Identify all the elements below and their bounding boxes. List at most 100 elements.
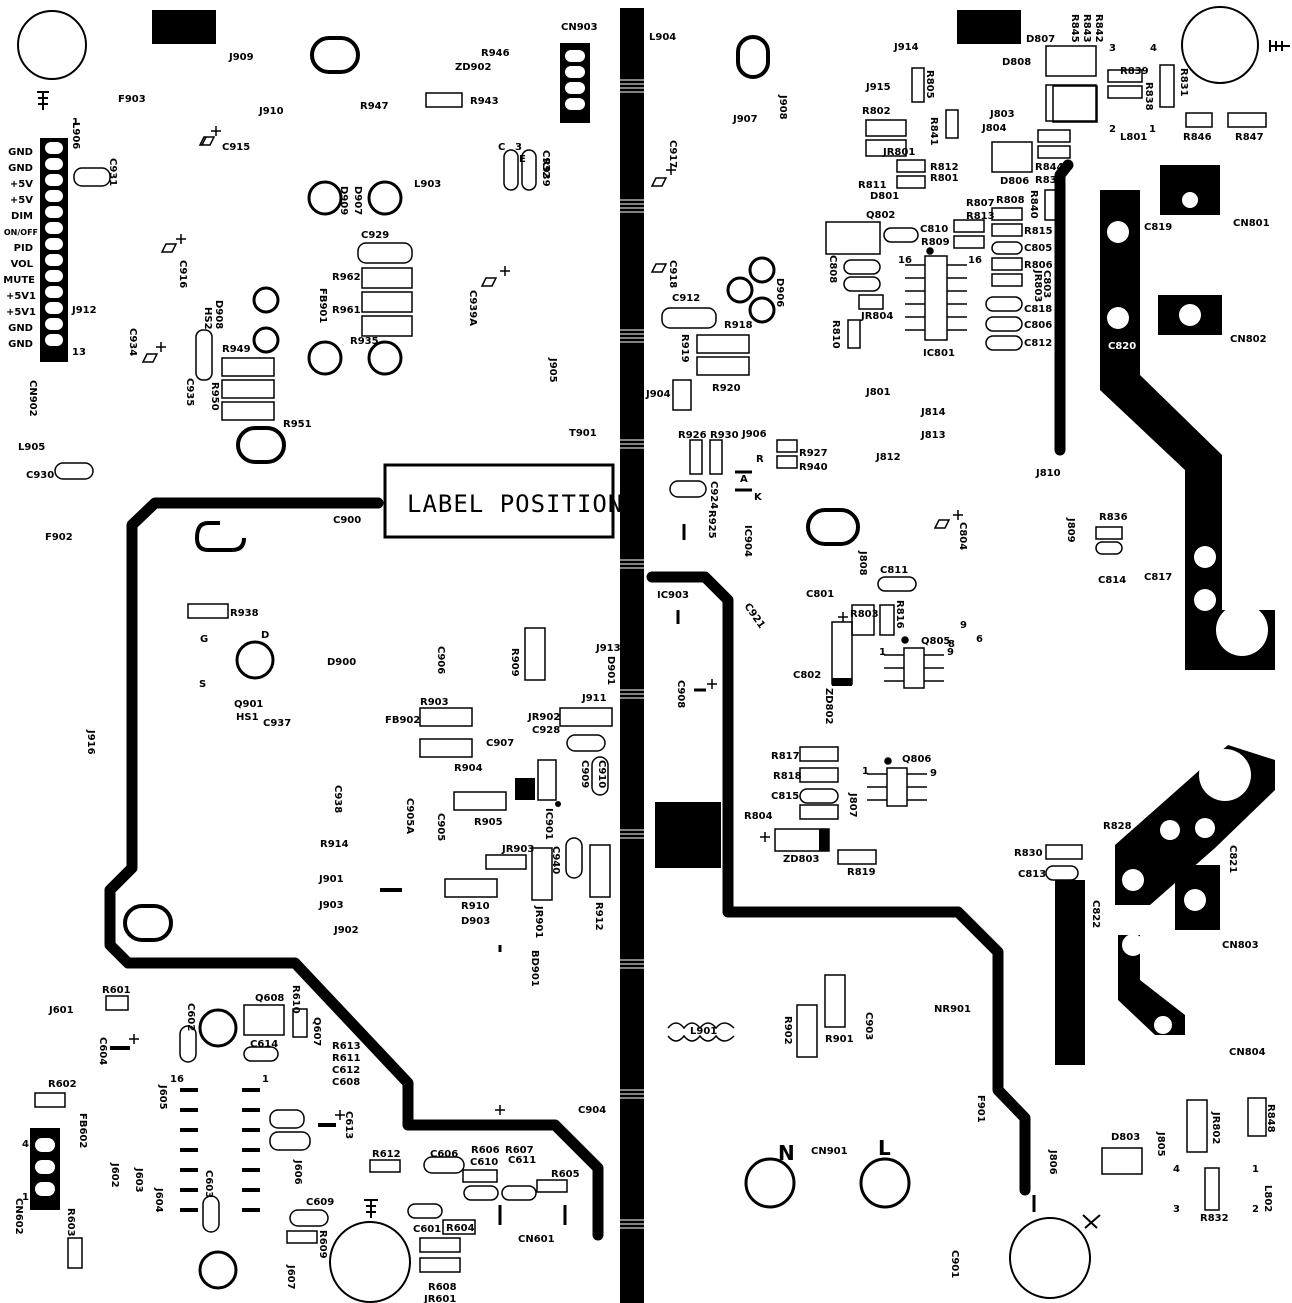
neutral-terminal-label: N — [778, 1141, 795, 1165]
component-ref-label: R815 — [1024, 226, 1053, 237]
component-ref-label: R902 — [782, 1016, 793, 1045]
component-ref-label: S — [199, 679, 206, 690]
component-ref-label: C820 — [1108, 341, 1136, 352]
component-ref-label: R805 — [924, 70, 935, 99]
component-ref-label: JR804 — [860, 311, 893, 322]
component-ref-label: HS1 — [236, 712, 259, 723]
component-ref-label: J903 — [318, 900, 344, 911]
component-ref-label: C804 — [957, 522, 968, 550]
component-ref-label: R608 — [428, 1282, 457, 1293]
component-ref-label: R809 — [921, 237, 950, 248]
component-ref-label: K — [754, 492, 763, 503]
component-ref-label: 2 — [1109, 124, 1116, 135]
component-ref-label: R605 — [551, 1169, 580, 1180]
component-ref-label: J908 — [777, 94, 788, 120]
pin-label: +5V1 — [6, 291, 36, 302]
ic-q806 — [867, 757, 927, 807]
component-ref-label: J913 — [595, 643, 621, 654]
component-ref-label: R918 — [724, 320, 753, 331]
component-ref-label: F901 — [975, 1095, 986, 1123]
component-ref-label: L906 — [70, 122, 81, 149]
component-ref-label: Q802 — [866, 210, 895, 221]
component-ref-label: R843 — [1081, 14, 1092, 43]
component-ref-label: R607 — [505, 1145, 534, 1156]
component-ref-label: R819 — [847, 867, 876, 878]
component-ref-label: R808 — [996, 195, 1025, 206]
smd-pads — [34, 45, 1267, 1273]
component-ref-label: R910 — [461, 901, 490, 912]
component-ref-label: L905 — [18, 442, 45, 453]
component-ref-label: R609 — [317, 1230, 328, 1259]
component-ref-label: J806 — [1047, 1149, 1058, 1175]
pin-label: +5V — [10, 195, 33, 206]
component-ref-label: D907 — [352, 186, 363, 215]
component-ref-label: JR801 — [882, 147, 915, 158]
component-ref-label: C932 — [540, 150, 551, 178]
component-ref-label: C918 — [667, 260, 678, 288]
pin-label: GND — [8, 339, 33, 350]
component-ref-label: JR901 — [533, 905, 544, 938]
component-ref-label: G — [200, 634, 208, 645]
component-ref-label: CN802 — [1230, 334, 1267, 345]
component-ref-label: C900 — [333, 515, 361, 526]
component-ref-label: J805 — [1155, 1131, 1166, 1157]
pin-number: 1 — [72, 117, 79, 128]
component-ref-label: L901 — [690, 1026, 717, 1037]
component-ref-label: R604 — [446, 1223, 475, 1234]
component-ref-label: IC904 — [742, 525, 753, 557]
component-ref-label: C606 — [430, 1149, 458, 1160]
component-ref-label: R610 — [290, 985, 301, 1014]
component-ref-label: C916 — [177, 260, 188, 288]
component-ref-label: C930 — [26, 470, 54, 481]
ic801 — [905, 247, 967, 341]
component-ref-label: D908 — [213, 300, 224, 329]
component-ref-label: C917 — [667, 140, 678, 168]
component-ref-label: R926 — [678, 430, 707, 441]
component-ref-label: JR802 — [1210, 1111, 1221, 1144]
component-ref-label: R — [756, 454, 764, 465]
component-ref-label: CN804 — [1229, 1047, 1266, 1058]
pin-label: GND — [8, 163, 33, 174]
component-ref-label: 8 — [948, 639, 955, 650]
component-ref-label: 3 — [1173, 1204, 1180, 1215]
component-ref-label: J911 — [581, 693, 607, 704]
component-ref-label: CN601 — [518, 1234, 555, 1245]
component-ref-label: R806 — [1024, 260, 1053, 271]
pin-label: GND — [8, 323, 33, 334]
component-ref-label: R903 — [420, 697, 449, 708]
smd-capacitors — [54, 149, 1123, 1233]
component-ref-label: 16 — [170, 1074, 184, 1085]
component-ref-label: 1 — [879, 647, 886, 658]
component-ref-label: ZD803 — [783, 854, 819, 865]
component-ref-label: C901 — [949, 1250, 960, 1278]
component-ref-label: D806 — [1000, 176, 1029, 187]
component-ref-label: R943 — [470, 96, 499, 107]
component-ref-label: C921 — [742, 601, 767, 630]
component-ref-label: J912 — [71, 305, 97, 316]
silk-block — [957, 10, 1021, 44]
component-ref-label: J810 — [1035, 468, 1061, 479]
component-ref-label: R802 — [862, 106, 891, 117]
component-ref-label: C909 — [579, 760, 590, 788]
component-ref-label: C931 — [107, 158, 118, 186]
component-ref-label: C939A — [467, 290, 478, 326]
component-ref-label: C603 — [203, 1170, 214, 1198]
component-ref-label: C929 — [361, 230, 389, 241]
component-ref-label: 16 — [968, 255, 982, 266]
component-ref-label: R810 — [830, 320, 841, 349]
component-ref-label: C812 — [1024, 338, 1052, 349]
component-ref-label: D — [261, 630, 269, 641]
pin-number: 13 — [72, 347, 86, 358]
pin-label: +5V — [10, 179, 33, 190]
component-ref-label: C817 — [1144, 572, 1172, 583]
component-ref-label: R811 — [858, 180, 887, 191]
component-ref-label: R801 — [930, 173, 959, 184]
component-ref-label: 3 — [515, 142, 522, 153]
component-ref-label: R847 — [1235, 132, 1264, 143]
component-ref-label: Q805 — [921, 636, 950, 647]
oval-pads — [123, 35, 860, 942]
component-ref-label: R946 — [481, 48, 510, 59]
component-ref-label: C912 — [672, 293, 700, 304]
component-ref-label: C915 — [222, 142, 250, 153]
component-ref-label: D903 — [461, 916, 490, 927]
